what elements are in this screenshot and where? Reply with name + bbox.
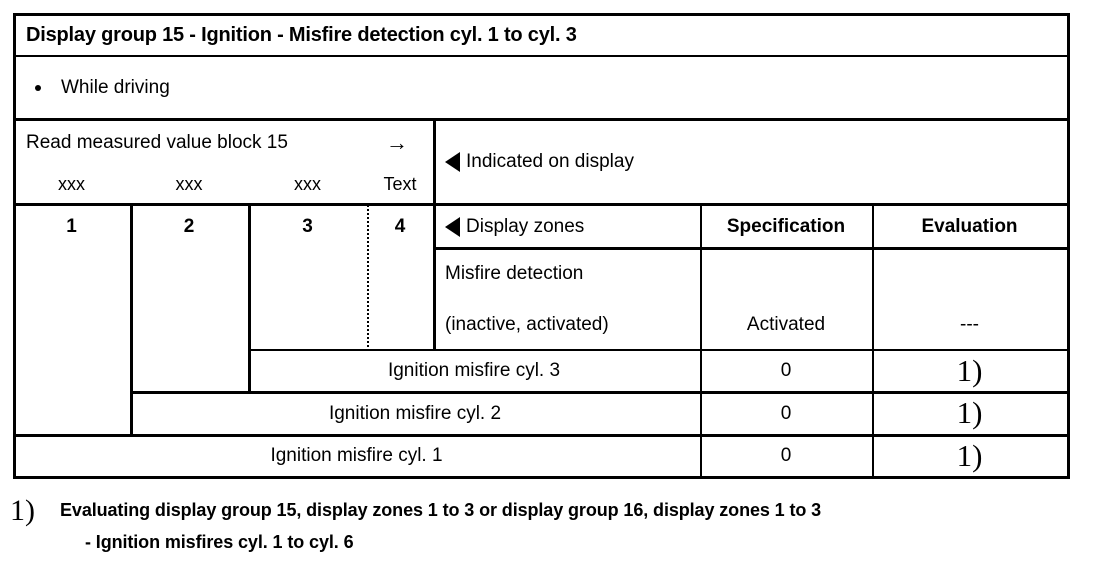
field-type-1: xxx bbox=[13, 166, 130, 203]
rule-under-row-cyl3 bbox=[130, 391, 1070, 394]
field-number-2: 2 bbox=[130, 206, 248, 247]
border-right-outer bbox=[1067, 13, 1070, 479]
field-number-3-label: 3 bbox=[302, 215, 313, 237]
rule-block-split-lower bbox=[433, 203, 436, 351]
border-left-outer bbox=[13, 13, 16, 479]
table-row-misfire-evaluation: --- bbox=[872, 303, 1067, 347]
rule-col2-col3 bbox=[248, 203, 251, 393]
rule-block-split bbox=[433, 118, 436, 205]
column-header-specification-label: Specification bbox=[726, 215, 846, 237]
rule-col1-col2 bbox=[130, 203, 133, 435]
row-cyl3-label-text: Ignition misfire cyl. 3 bbox=[387, 360, 561, 381]
read-block-label-text: Read measured value block 15 bbox=[26, 132, 288, 153]
row-misfire-label-line1-text: Misfire detection bbox=[445, 263, 584, 284]
table-top-border bbox=[13, 13, 1070, 16]
row-misfire-label-line2-text: (inactive, activated) bbox=[445, 314, 609, 335]
table-row-cyl2-label: Ignition misfire cyl. 2 bbox=[130, 393, 700, 434]
right-arrow-glyph: → bbox=[386, 130, 408, 155]
table-row-cyl1-label: Ignition misfire cyl. 1 bbox=[13, 436, 700, 476]
table-row-cyl2-specification: 0 bbox=[700, 393, 872, 434]
rule-under-row-cyl2 bbox=[13, 434, 1070, 437]
rule-under-condition bbox=[13, 118, 1070, 121]
field-type-1-label: xxx bbox=[58, 174, 85, 194]
table-row-cyl3-label: Ignition misfire cyl. 3 bbox=[248, 351, 700, 391]
field-type-4: Text bbox=[367, 166, 433, 203]
read-block-label: Read measured value block 15 bbox=[26, 122, 356, 164]
left-triangle-icon bbox=[445, 152, 460, 172]
condition-label: While driving bbox=[61, 77, 170, 98]
display-zones-label: Display zones bbox=[466, 215, 585, 237]
table-row-cyl2-evaluation: 1) bbox=[872, 391, 1067, 434]
table-row-cyl3-evaluation: 1) bbox=[872, 349, 1067, 391]
row-cyl1-specification-value: 0 bbox=[780, 445, 792, 466]
field-number-2-label: 2 bbox=[183, 215, 195, 237]
condition-row: While driving bbox=[35, 58, 1065, 118]
row-cyl2-label-text: Ignition misfire cyl. 2 bbox=[328, 402, 502, 424]
field-type-2: xxx bbox=[130, 166, 248, 203]
row-misfire-specification-value: Activated bbox=[746, 314, 826, 335]
table-row-misfire-label-line1: Misfire detection bbox=[445, 252, 695, 296]
row-cyl2-evaluation-footnote: 1) bbox=[956, 395, 983, 430]
rule-under-readblock bbox=[13, 203, 435, 206]
rule-under-title bbox=[13, 55, 1070, 57]
table-bottom-border bbox=[13, 476, 1070, 479]
rule-col3-col4 bbox=[367, 205, 369, 351]
page-title-text: Display group 15 - Ignition - Misfire de… bbox=[26, 24, 577, 46]
field-number-4: 4 bbox=[367, 206, 433, 247]
row-cyl1-evaluation-footnote: 1) bbox=[956, 437, 983, 473]
field-number-1: 1 bbox=[13, 206, 130, 247]
table-row-misfire-label-line2: (inactive, activated) bbox=[445, 303, 695, 347]
field-type-3-label: xxx bbox=[294, 174, 321, 194]
field-type-2-label: xxx bbox=[175, 174, 203, 194]
rule-under-zones-header bbox=[433, 247, 1070, 250]
row-misfire-evaluation-value: --- bbox=[960, 314, 979, 335]
bullet-icon bbox=[35, 85, 41, 91]
field-type-4-label: Text bbox=[383, 174, 417, 194]
display-zones-header: Display zones bbox=[445, 206, 695, 247]
row-cyl3-evaluation-footnote: 1) bbox=[956, 352, 983, 388]
field-number-1-label: 1 bbox=[66, 215, 77, 237]
table-row-cyl1-evaluation: 1) bbox=[872, 434, 1067, 476]
indicated-on-display-label: Indicated on display bbox=[466, 151, 634, 172]
page-title: Display group 15 - Ignition - Misfire de… bbox=[26, 16, 1066, 55]
column-header-evaluation-label: Evaluation bbox=[921, 215, 1018, 237]
footnote-marker: 1) bbox=[10, 494, 35, 527]
table-row-misfire-specification: Activated bbox=[700, 303, 872, 347]
table-row-cyl3-specification: 0 bbox=[700, 351, 872, 391]
row-cyl2-specification-value: 0 bbox=[780, 402, 792, 424]
footnote-line-1: Evaluating display group 15, display zon… bbox=[60, 500, 822, 520]
rule-under-indicated bbox=[433, 203, 1070, 206]
right-arrow-icon: → bbox=[372, 122, 422, 164]
field-number-4-label: 4 bbox=[394, 215, 406, 237]
indicated-on-display-row: Indicated on display bbox=[445, 122, 1055, 202]
field-number-3: 3 bbox=[248, 206, 367, 247]
rule-specification-evaluation bbox=[872, 205, 874, 477]
rule-label-specification bbox=[700, 205, 702, 477]
row-cyl1-label-text: Ignition misfire cyl. 1 bbox=[270, 445, 443, 466]
field-type-3: xxx bbox=[248, 166, 367, 203]
column-header-evaluation: Evaluation bbox=[872, 206, 1067, 247]
table-row-cyl1-specification: 0 bbox=[700, 436, 872, 476]
rule-under-row-misfire bbox=[248, 349, 1070, 351]
footnote-line-2: - Ignition misfires cyl. 1 to cyl. 6 bbox=[85, 532, 354, 552]
left-triangle-icon-zones bbox=[445, 216, 460, 237]
column-header-specification: Specification bbox=[700, 206, 872, 247]
row-cyl3-specification-value: 0 bbox=[780, 360, 792, 381]
